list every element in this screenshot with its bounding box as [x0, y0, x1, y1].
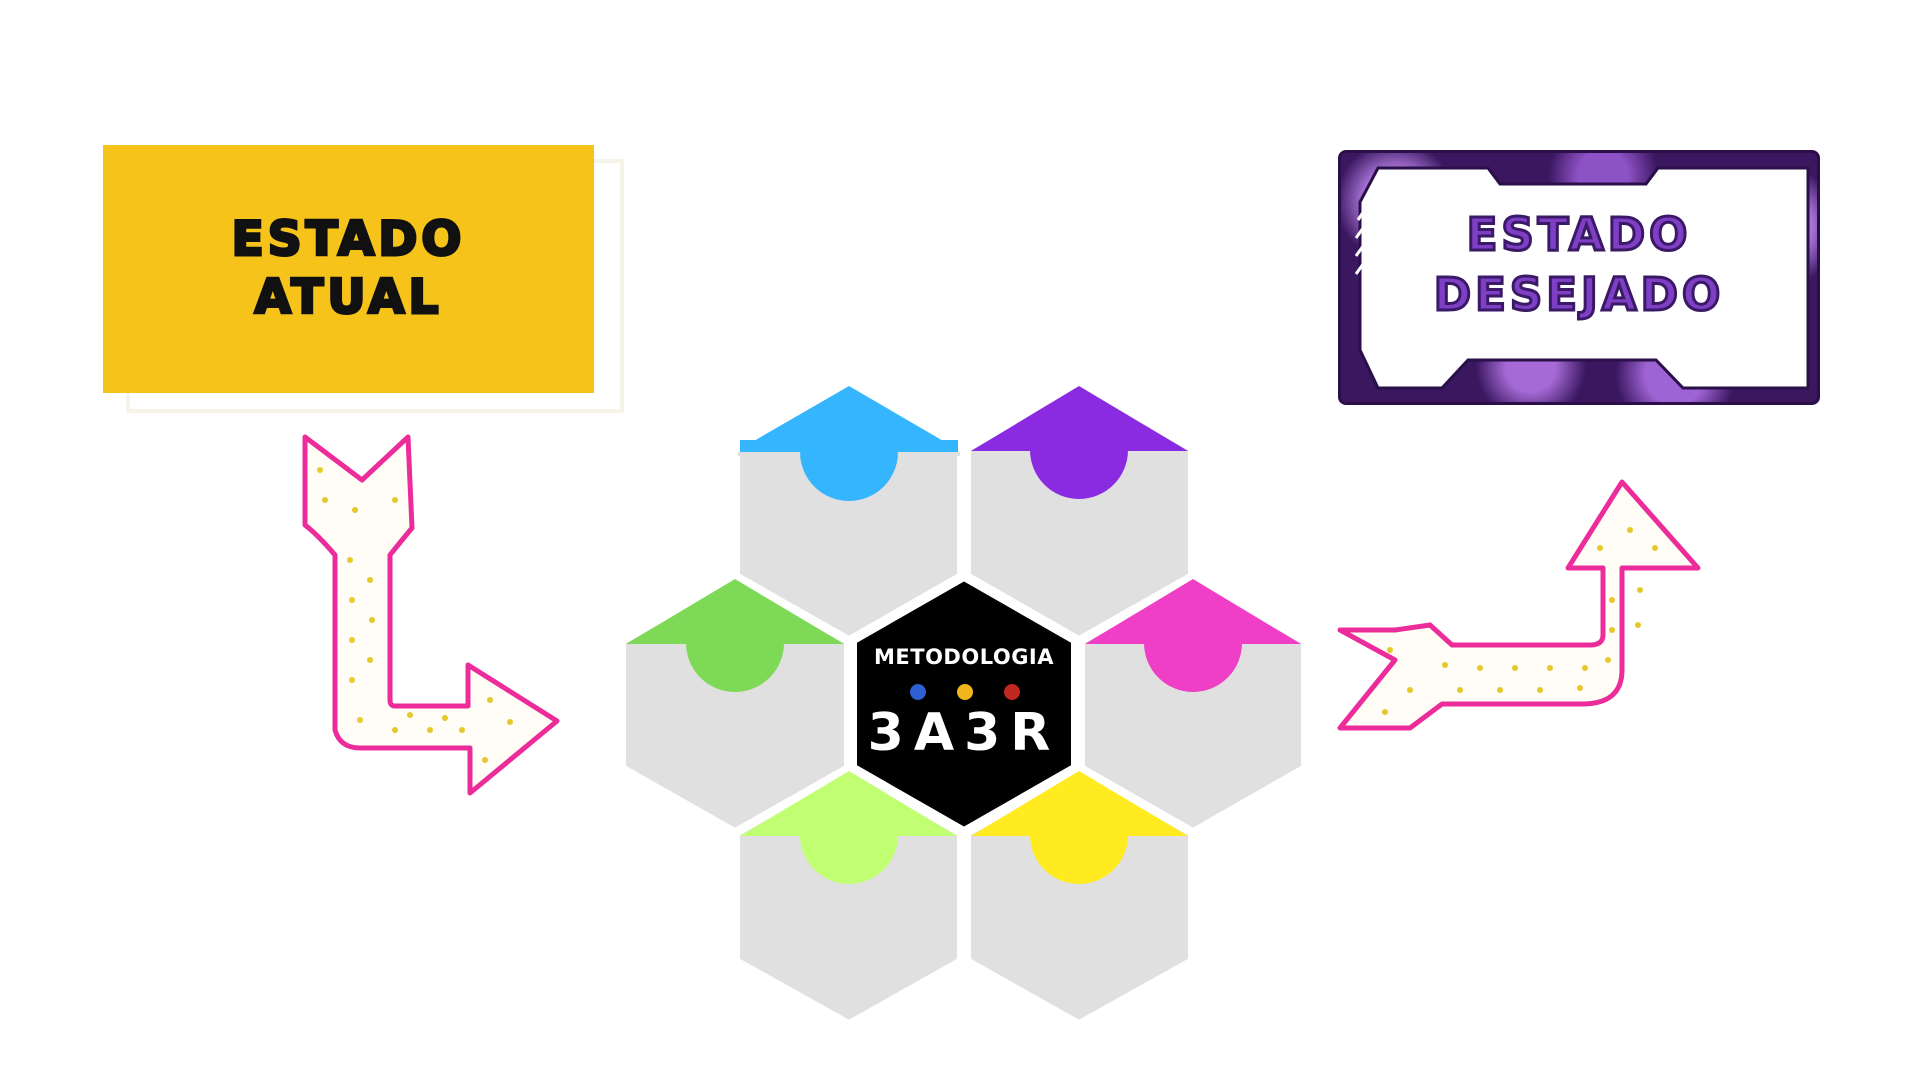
- segment-green: [622, 577, 848, 832]
- arrow-left-dots: [317, 467, 513, 763]
- center-label: METODOLOGIA: [874, 645, 1054, 669]
- estado-atual-line2: ATUAL: [253, 269, 443, 327]
- center-hexagon: METODOLOGIA 3A3R: [851, 575, 1077, 833]
- center-code: 3A3R: [868, 703, 1061, 763]
- segment-lime: [736, 769, 961, 1024]
- arrow-right-dots: [1382, 527, 1658, 715]
- estado-desejado-box: [1338, 150, 1820, 405]
- yellow-dot: [957, 684, 973, 700]
- estado-desejado-text: ESTADO DESEJADO: [1338, 205, 1820, 325]
- blue-dot: [910, 684, 926, 700]
- estado-atual-line1: ESTADO: [230, 211, 466, 269]
- estado-desejado-frame: [1354, 166, 1810, 390]
- segment-blue: [736, 384, 961, 640]
- estado-desejado-line1: ESTADO: [1465, 207, 1692, 263]
- segment-purple: [967, 384, 1192, 640]
- arrow-down-right-icon: [302, 434, 560, 796]
- segment-yellow: [967, 769, 1192, 1024]
- red-dot: [1004, 684, 1020, 700]
- estado-atual-box: ESTADO ATUAL: [103, 145, 594, 393]
- segment-pink: [1081, 577, 1305, 832]
- estado-desejado-line2: DESEJADO: [1432, 267, 1725, 323]
- arrow-right-up-icon: [1337, 479, 1701, 731]
